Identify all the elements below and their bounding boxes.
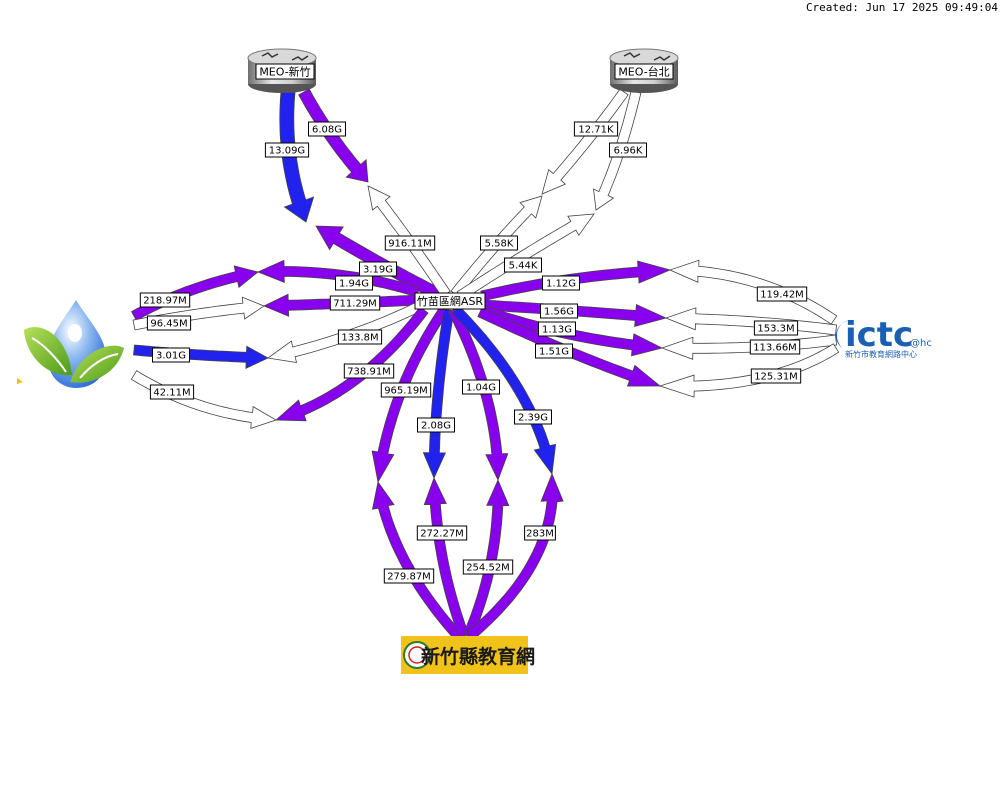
link-label-left-3-in: 133.8M <box>337 329 383 345</box>
ictc-logo-text: ictc <box>845 315 913 355</box>
ictc-logo-icon[interactable]: ictc @hc 新竹市教育網路中心 <box>835 315 932 359</box>
link-label-text: 916.11M <box>388 239 432 250</box>
link-label-meo-hsinchu-in: 6.08G <box>308 121 346 137</box>
link-arrow-meo-hsinchu-out[interactable] <box>279 90 315 223</box>
link-label-right-2-in: 153.3M <box>753 320 799 336</box>
link-arrow-meo-taipei-hub-b[interactable] <box>456 213 595 301</box>
link-label-left-4-in: 738.91M <box>343 363 395 379</box>
link-arrow-bottom-2-in[interactable] <box>423 476 470 639</box>
ictc-logo-sup: @hc <box>910 338 932 349</box>
hub-label: 竹苗區網ASR <box>417 294 484 308</box>
link-label-left-2-in: 711.29M <box>329 295 381 311</box>
link-label-text: 738.91M <box>347 367 391 378</box>
link-label-text: 218.97M <box>143 296 187 307</box>
link-label-text: 2.39G <box>518 413 548 424</box>
link-label-bottom-2-out: 2.08G <box>417 417 455 433</box>
link-arrow-bottom-4-in[interactable] <box>466 472 564 641</box>
link-label-text: 1.13G <box>542 325 572 336</box>
link-arrow-bottom-4-out[interactable] <box>451 305 557 476</box>
link-label-text: 3.19G <box>363 265 393 276</box>
created-timestamp: Created: Jun 17 2025 09:49:04 <box>805 1 998 14</box>
emblem-icon <box>408 646 426 664</box>
link-label-meo-hsinchu-out: 13.09G <box>264 142 310 158</box>
link-label-left-1-in: 1.94G <box>335 275 373 291</box>
link-label-text: 1.51G <box>539 347 569 358</box>
link-label-text: 1.12G <box>546 279 576 290</box>
link-label-left-1-out: 218.97M <box>139 292 191 308</box>
link-label-right-4-out: 1.51G <box>535 343 573 359</box>
node-label-meo-taipei: MEO-台北 <box>618 65 669 79</box>
hub-node[interactable]: 竹苗區網ASR <box>414 292 486 310</box>
link-label-right-4-in: 125.31M <box>750 368 802 384</box>
link-label-bottom-3-out: 1.04G <box>462 379 500 395</box>
link-arrow-bottom-3-in[interactable] <box>462 478 510 639</box>
link-label-bottom-4-out: 2.39G <box>514 409 552 425</box>
node-label-meo-hsinchu: MEO-新竹 <box>259 65 310 79</box>
link-label-text: 42.11M <box>153 388 190 399</box>
link-label-text: 133.8M <box>341 333 378 344</box>
link-label-text: 5.58K <box>485 239 514 250</box>
link-label-text: 119.42M <box>760 290 804 301</box>
link-label-left-4-out: 42.11M <box>149 384 195 400</box>
link-arrow-bottom-2-out[interactable] <box>422 308 455 480</box>
link-label-text: 272.27M <box>420 529 464 540</box>
link-label-right-3-in: 113.66M <box>749 339 801 355</box>
link-arrow-left-4-out[interactable] <box>130 370 277 429</box>
link-label-text: 1.56G <box>544 307 574 318</box>
county-education-network-logo[interactable]: 新竹縣教育網 <box>401 636 535 674</box>
link-label-right-3-out: 1.13G <box>538 321 576 337</box>
link-label-text: 6.96K <box>614 146 643 157</box>
link-arrow-right-3-in[interactable] <box>660 334 838 360</box>
link-arrow-bottom-1-out[interactable] <box>371 306 449 484</box>
link-label-text: 96.45M <box>150 319 187 330</box>
link-label-text: 125.31M <box>754 372 798 383</box>
link-label-meo-hsinchu-hub-out: 916.11M <box>384 235 436 251</box>
link-label-meo-taipei-b: 6.96K <box>609 142 647 158</box>
link-arrow-bottom-1-in[interactable] <box>371 481 463 640</box>
link-label-bottom-1-in: 279.87M <box>383 568 435 584</box>
link-label-text: 3.01G <box>156 351 186 362</box>
link-label-meo-taipei-hub-b: 5.44K <box>504 257 542 273</box>
link-label-meo-taipei-hub-a: 5.58K <box>480 235 518 251</box>
county-logo-text: 新竹縣教育網 <box>421 645 535 668</box>
link-label-bottom-1-out: 965.19M <box>380 382 432 398</box>
link-label-bottom-4-in: 283M <box>524 525 556 541</box>
link-label-right-2-out: 1.56G <box>540 303 578 319</box>
link-label-meo-hsinchu-hub-in: 3.19G <box>359 261 397 277</box>
router-icon-meo-taipei[interactable]: MEO-台北 <box>609 48 679 93</box>
link-arrow-left-4-in[interactable] <box>274 306 429 422</box>
link-label-text: 283M <box>526 529 554 540</box>
link-label-left-3-out: 3.01G <box>152 347 190 363</box>
link-label-right-1-out: 1.12G <box>542 275 580 291</box>
link-label-meo-taipei-a: 12.71K <box>573 121 619 137</box>
water-drop-leaf-logo-icon[interactable] <box>17 300 124 388</box>
link-label-text: 2.08G <box>421 421 451 432</box>
link-label-text: 6.08G <box>312 125 342 136</box>
link-label-text: 5.44K <box>509 261 538 272</box>
link-label-text: 1.04G <box>466 383 496 394</box>
link-label-text: 113.66M <box>753 343 797 354</box>
link-label-text: 13.09G <box>269 146 305 157</box>
link-label-right-1-in: 119.42M <box>756 286 808 302</box>
link-label-left-2-out: 96.45M <box>146 315 192 331</box>
link-label-text: 153.3M <box>757 324 794 335</box>
link-label-text: 1.94G <box>339 279 369 290</box>
link-label-bottom-2-in: 272.27M <box>416 525 468 541</box>
link-label-bottom-3-in: 254.52M <box>462 559 514 575</box>
link-label-text: 279.87M <box>387 572 431 583</box>
link-label-text: 711.29M <box>333 299 377 310</box>
ictc-logo-subtitle: 新竹市教育網路中心 <box>845 349 917 359</box>
router-icon-meo-hsinchu[interactable]: MEO-新竹 <box>247 48 317 93</box>
link-label-text: 965.19M <box>384 386 428 397</box>
link-arrow-bottom-3-out[interactable] <box>447 307 509 482</box>
link-label-text: 254.52M <box>466 563 510 574</box>
link-label-text: 12.71K <box>578 125 614 136</box>
